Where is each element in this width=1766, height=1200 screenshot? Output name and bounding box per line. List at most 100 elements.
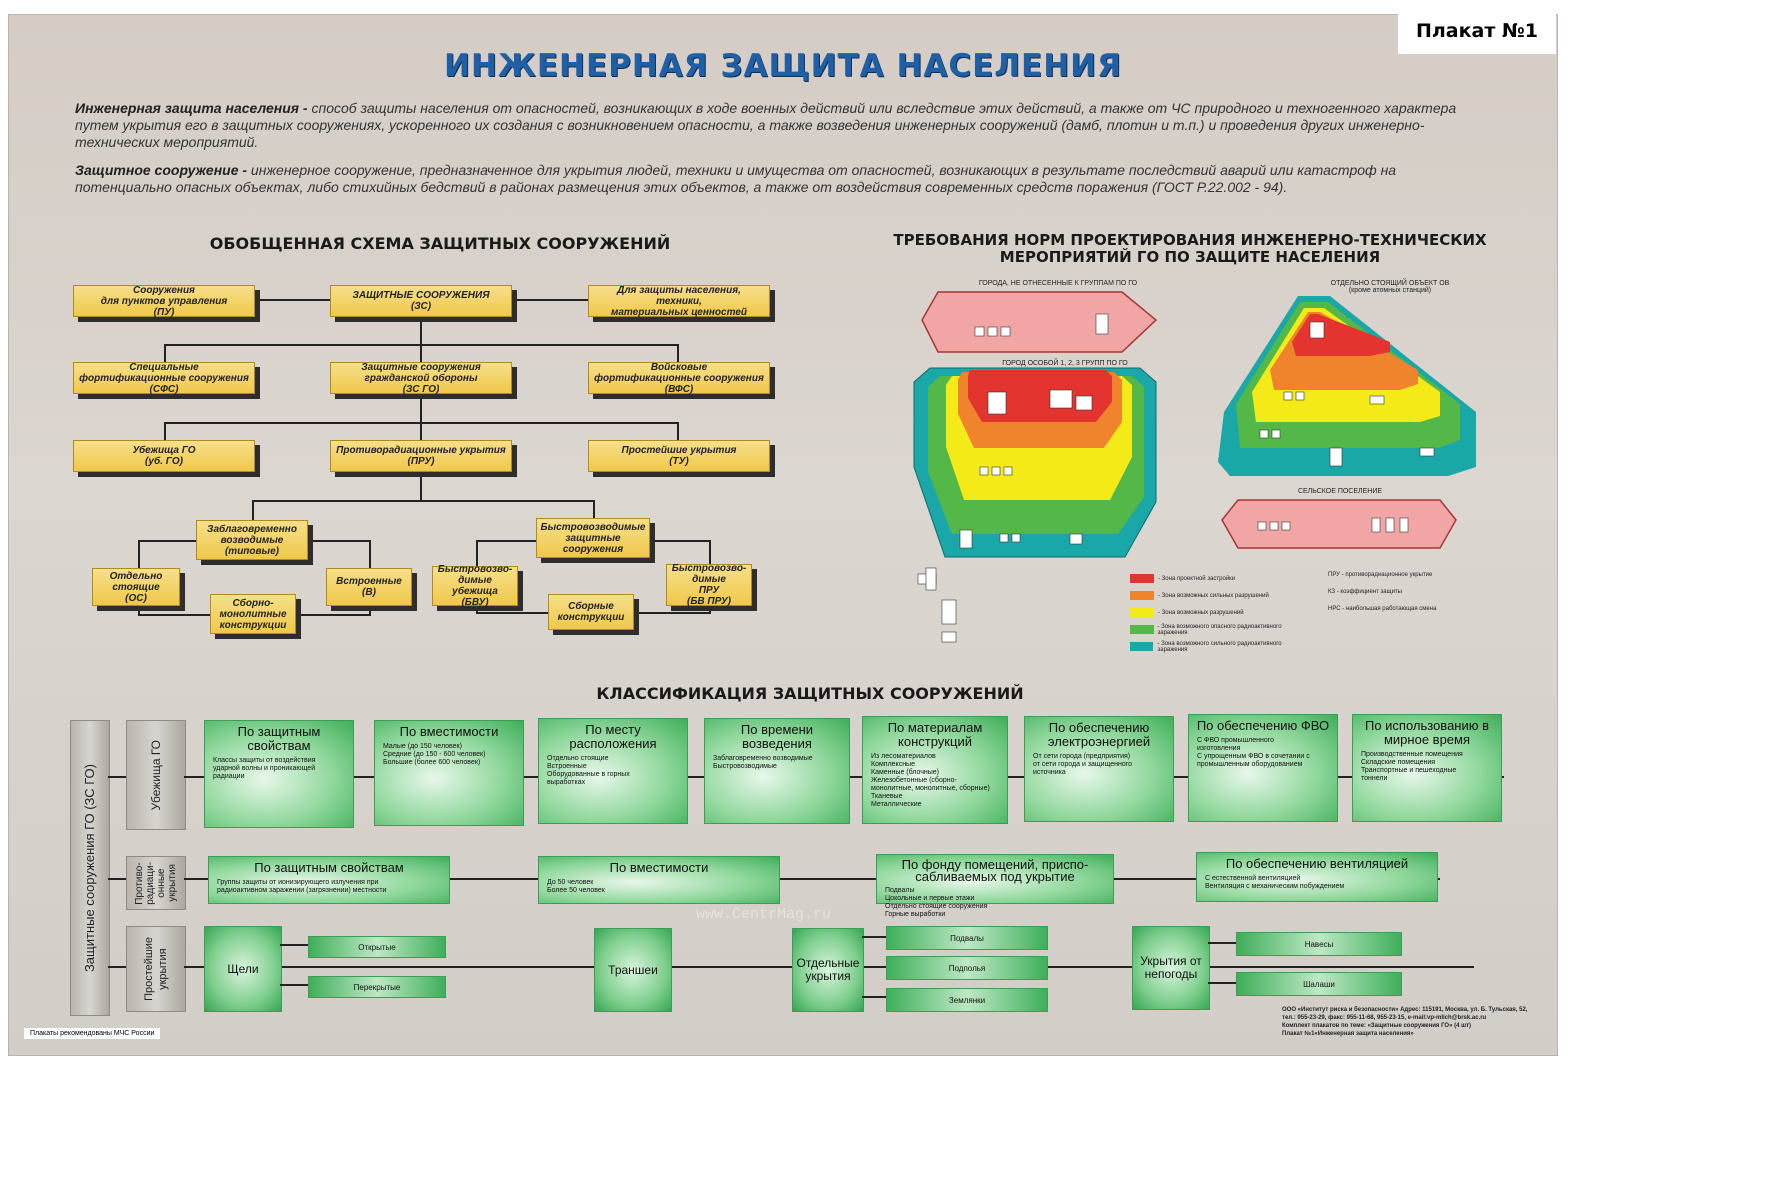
legend-swatch (1130, 608, 1154, 617)
footer-right: ООО «Институт риска и безопасности» Адре… (1282, 1006, 1552, 1038)
weather-item: Навесы (1236, 932, 1402, 956)
class-card-text: От сети города (предприятия) от сети гор… (1033, 753, 1133, 776)
class-card-text: Заблаговременно возводимые Быстровозводи… (713, 755, 813, 770)
abbreviations: ПРУ - противорадиационное укрытие КЗ - к… (1328, 572, 1528, 623)
footer-line: Плакат №1«Инженерная защита населения» (1282, 1031, 1414, 1037)
zones-legend: - Зона проектной застройки - Зона возмож… (1130, 570, 1310, 655)
classification-root-label: Защитные сооружения ГО (ЗС ГО) (82, 763, 97, 973)
class-card-heading: По защитным свойствам (237, 724, 321, 753)
requirements-title-line1: ТРЕБОВАНИЯ НОРМ ПРОЕКТИРОВАНИЯ ИНЖЕНЕРНО… (893, 231, 1487, 249)
row-label-text: Простейшие укрытия (143, 937, 169, 1001)
legend-swatch (1130, 625, 1154, 634)
box-bv-pru: Быстровозво- димые ПРУ (БВ ПРУ) (666, 563, 752, 607)
abbr-item: ПРУ - противорадиационное укрытие (1328, 572, 1433, 578)
legend-item: - Зона возможных разрушений (1130, 604, 1310, 621)
footer-line: Комплект плакатов по теме: «Защитные соо… (1282, 1023, 1472, 1029)
requirements-title-line2: МЕРОПРИЯТИЙ ГО ПО ЗАЩИТЕ НАСЕЛЕНИЯ (999, 248, 1381, 266)
box-prebuilt: Заблаговременно возводимые (типовые) (196, 520, 308, 560)
box-zs-go: Защитные сооружения гражданской обороны … (330, 362, 512, 395)
building-icons (974, 313, 1109, 337)
weather-shelters-card: Укрытия от непогоды (1132, 926, 1210, 1010)
class-card-text: С естественной вентиляцией Вентиляция с … (1205, 875, 1345, 890)
box-quick-built: Быстровозводимые защитные сооружения (536, 518, 650, 558)
requirements-title: ТРЕБОВАНИЯ НОРМ ПРОЕКТИРОВАНИЯ ИНЖЕНЕРНО… (880, 232, 1500, 266)
weather-item: Шалаши (1236, 972, 1402, 996)
slits-card: Щели (204, 926, 282, 1012)
legend-icons (917, 567, 957, 643)
definition-text: способ защиты населения от опасностей, в… (75, 100, 1457, 150)
ungrouped-city-zone (921, 291, 1158, 353)
watermark: www.CentrMag.ru (696, 906, 832, 923)
class-card-heading: По обеспечению электроэнергией (1047, 720, 1151, 749)
definition-text: инженерное сооружение, предназначенное д… (75, 162, 1397, 195)
class-card-heading: По вместимости (399, 724, 499, 739)
class-card-heading: По материалам конструкций (887, 720, 983, 749)
row-label-shelters: Убежища ГО (126, 720, 186, 830)
legend-item: - Зона возможных сильных разрушений (1130, 587, 1310, 604)
legend-item: - Зона возможного сильного радиоактивног… (1130, 638, 1310, 655)
abbr-item: КЗ - коэффициент защиты (1328, 589, 1402, 595)
poster-number: Плакат №1 (1398, 8, 1556, 54)
class-card-text: Группы защиты от ионизирующего излучения… (217, 879, 387, 894)
class-card-heading: По месту расположения (569, 722, 657, 751)
separate-item: Подполья (886, 956, 1048, 980)
box-control-points: Сооружения для пунктов управления (ПУ) (73, 285, 255, 318)
legend-label: - Зона возможного опасного радиоактивног… (1157, 623, 1282, 636)
class-card-heading: По фонду помещений, приспо- сабливаемых … (901, 857, 1089, 884)
classification-root: Защитные сооружения ГО (ЗС ГО) (70, 720, 110, 1016)
separate-item: Подвалы (886, 926, 1048, 950)
caption-object-line2: (кроме атомных станций) (1348, 287, 1432, 294)
box-built-in: Встроенные (В) (326, 568, 412, 606)
trenches-card: Траншеи (594, 928, 672, 1012)
footer-left: Плакаты рекомендованы МЧС России (24, 1028, 161, 1039)
footer-line: тел.: 955-23-29, факс: 955-11-68, 955-23… (1282, 1015, 1487, 1021)
caption-object-line1: ОТДЕЛЬНО СТОЯЩИЙ ОБЪЕКТ ОВ (1330, 280, 1450, 287)
definition-term: Защитное сооружение - (75, 162, 248, 178)
requirements-diagram (913, 291, 1476, 643)
scheme-title: ОБОБЩЕННАЯ СХЕМА ЗАЩИТНЫХ СООРУЖЕНИЙ (209, 234, 671, 253)
page-title: ИНЖЕНЕРНАЯ ЗАЩИТА НАСЕЛЕНИЯ (444, 48, 1122, 84)
class-card-text: Малые (до 150 человек) Средние (до 150 -… (383, 743, 486, 766)
row-label-pru: Противо- радиаци- онные укрытия (126, 856, 186, 910)
legend-label: - Зона возможного сильного радиоактивног… (1157, 640, 1282, 653)
class-card-text: Подвалы Цокольные и первые этажи Отдельн… (885, 887, 988, 918)
class-card: По фонду помещений, приспо- сабливаемых … (876, 854, 1114, 918)
definition-structure: Защитное сооружение - инженерное сооруже… (75, 162, 1485, 196)
legend-swatch (1130, 591, 1154, 600)
box-standalone: Отдельно стоящие (ОС) (92, 568, 180, 606)
class-card-text: Классы защиты от воздействия ударной вол… (213, 757, 316, 780)
legend-label: - Зона возможных сильных разрушений (1158, 592, 1269, 599)
slits-closed: Перекрытые (308, 976, 446, 998)
caption-ungrouped-city: ГОРОДА, НЕ ОТНЕСЕННЫЕ К ГРУППАМ ПО ГО (978, 280, 1138, 287)
class-card-heading: По вместимости (609, 860, 709, 875)
class-card-text: Отдельно стоящие Встроенные Оборудованны… (547, 755, 630, 786)
definition-engineering: Инженерная защита населения - способ защ… (75, 100, 1485, 151)
slits-open: Открытые (308, 936, 446, 958)
legend-label: - Зона проектной застройки (1158, 575, 1236, 582)
class-card-heading: По обеспечению ФВО (1196, 718, 1330, 733)
classification-title: КЛАССИФИКАЦИЯ ЗАЩИТНЫХ СООРУЖЕНИЙ (596, 684, 1024, 703)
box-sfs: Специальные фортификационные сооружения … (73, 362, 255, 395)
separate-item: Землянки (886, 988, 1048, 1012)
caption-rural: СЕЛЬСКОЕ ПОСЕЛЕНИЕ (1297, 488, 1383, 495)
class-card-heading: По времени возведения (740, 722, 814, 751)
footer-line: ООО «Институт риска и безопасности» Адре… (1282, 1007, 1528, 1013)
class-card: По обеспечению электроэнергией От сети го… (1024, 716, 1174, 822)
class-card: По материалам конструкций Из лесоматериал… (862, 716, 1008, 824)
legend-item: - Зона проектной застройки (1130, 570, 1310, 587)
class-card-text: Из лесоматериалов Комплексные Каменные (… (871, 753, 990, 808)
class-card-heading: По защитным свойствам (254, 860, 404, 875)
box-population-protection: Для защиты населения, техники, материаль… (588, 285, 770, 318)
definition-term: Инженерная защита населения - (75, 100, 308, 116)
legend-swatch (1130, 574, 1154, 583)
box-bvu: Быстровозво- димые убежища (БВУ) (432, 564, 518, 608)
box-pru: Противорадиационные укрытия (ПРУ) (330, 440, 512, 472)
